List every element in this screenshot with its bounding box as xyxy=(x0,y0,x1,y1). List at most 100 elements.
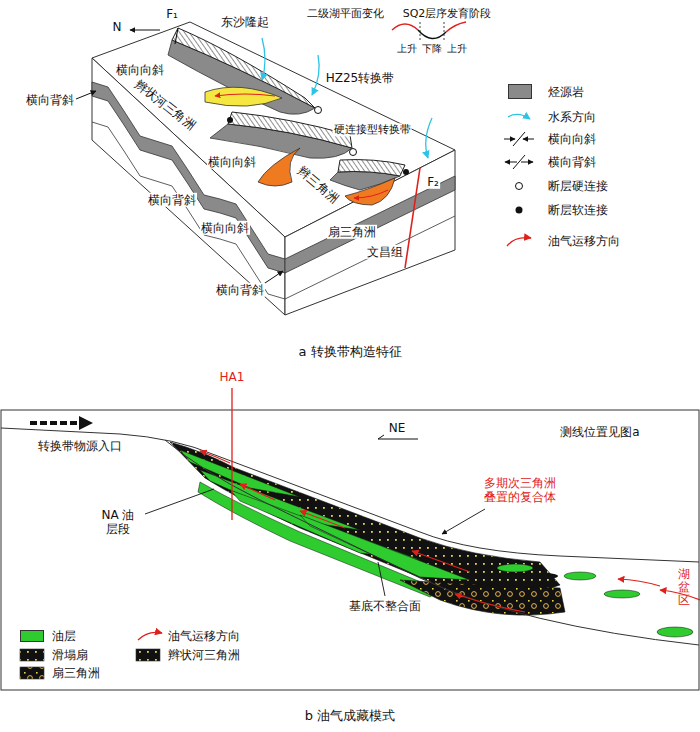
pointer-lines-part xyxy=(262,271,283,285)
migration-arrows xyxy=(200,451,700,612)
curve-title: SQ2层序发育阶段 xyxy=(402,7,493,20)
stage-label: 上升 xyxy=(396,43,418,55)
legend-samples-a-part xyxy=(507,238,531,246)
fault-scarps-part xyxy=(168,40,315,114)
stage-label: 下降 xyxy=(421,43,443,55)
legend-text: 横向背斜 xyxy=(548,155,596,169)
caption: b 油气成藏模式 xyxy=(304,708,396,724)
legend-samples-a-part xyxy=(516,207,523,214)
zone-label: 硬连接型转换带 xyxy=(333,123,412,136)
river-lines-part xyxy=(312,55,319,95)
migration-arrows-part xyxy=(618,579,660,586)
fold-label: 横向向斜 xyxy=(207,155,257,169)
section-pointers xyxy=(30,423,485,596)
connection-points-part xyxy=(403,169,409,175)
direction-label: NE xyxy=(388,421,407,435)
legend-samples-a-part xyxy=(523,139,534,140)
folded-strata-part xyxy=(92,122,285,299)
legend-text: 横向向斜 xyxy=(548,132,596,146)
legend-samples-a-part xyxy=(521,162,533,163)
place-label: 东沙隆起 xyxy=(220,15,270,29)
block-diagram-part xyxy=(285,150,455,315)
section-pointers-part xyxy=(145,489,214,514)
delta-fans-part xyxy=(258,148,300,186)
fault-scarps-part xyxy=(405,168,420,268)
delta-fans xyxy=(205,87,395,205)
fold-label: 横向向斜 xyxy=(200,221,250,235)
block-diagram xyxy=(92,22,455,315)
legend-text: 扇三角洲 xyxy=(52,666,100,680)
migration-arrows-part xyxy=(300,511,345,528)
legend-samples-b-part xyxy=(138,632,162,640)
lake-level-curve-part xyxy=(420,22,421,40)
section-pointers-part xyxy=(442,509,485,534)
north-label: N xyxy=(112,20,123,34)
lake-level-curve-part xyxy=(392,24,418,30)
legend-samples-a-part xyxy=(516,183,523,190)
legend-text: 油气运移方向 xyxy=(548,234,620,248)
section-body-part xyxy=(657,627,693,637)
caption: a 转换带构造特征 xyxy=(297,344,402,360)
section-body-part xyxy=(165,440,699,645)
pointer-lines-part xyxy=(76,91,96,99)
section-body-part xyxy=(170,442,560,598)
fold-label: 横向背斜 xyxy=(215,283,265,297)
folded-strata xyxy=(92,82,455,299)
fold-label: 横向向斜 xyxy=(115,63,165,77)
facies-label: 扇三角洲 xyxy=(327,225,377,239)
lake-level-curve-part xyxy=(446,22,466,32)
migration-arrows-part xyxy=(240,484,275,500)
section-body-part xyxy=(400,580,565,615)
connection-points-part xyxy=(315,107,322,114)
section-body-part xyxy=(198,482,440,597)
migration-arrows-part xyxy=(412,551,470,572)
folded-strata-part xyxy=(285,216,455,299)
formation-label: 文昌组 xyxy=(366,245,404,259)
well-label: HA1 xyxy=(219,370,246,384)
connection-points-part xyxy=(350,149,357,156)
section-frame xyxy=(1,410,699,690)
pointer-lines xyxy=(76,30,283,285)
delta-fans-part xyxy=(205,87,282,106)
section-frame-part xyxy=(1,410,699,690)
section-note: 测线位置见图a xyxy=(559,425,640,439)
fault-scarps-part xyxy=(175,28,178,44)
legend-text: 烃源岩 xyxy=(548,85,584,99)
legend-samples-b-part xyxy=(136,649,160,661)
legend-text: 断层硬连接 xyxy=(548,179,608,193)
fault-scarps xyxy=(168,28,420,268)
delta-fans-part xyxy=(215,94,275,96)
legend-swatch xyxy=(20,630,44,642)
legend-samples-b-part xyxy=(20,649,44,661)
fold-label: 横向背斜 xyxy=(147,193,197,207)
lake-level-curve-part xyxy=(418,30,446,39)
legend-samples-a xyxy=(504,114,534,246)
pointer-lines-part xyxy=(130,30,160,31)
legend-samples-a-part xyxy=(504,139,515,140)
basin-label: 湖盆区 xyxy=(678,568,690,608)
section-pointers-part xyxy=(378,439,418,440)
well-line xyxy=(232,388,233,520)
folded-strata-part xyxy=(92,82,285,273)
section-body xyxy=(1,428,699,645)
delta-fans-part xyxy=(354,190,388,198)
legend-text: 油层 xyxy=(52,629,76,643)
river-lines-part xyxy=(426,118,432,158)
fault-scarps-part xyxy=(172,28,315,108)
section-pointers-part xyxy=(378,562,385,596)
block-diagram-part xyxy=(92,58,285,315)
complex-label: 多期次三角洲 叠置的复合体 xyxy=(480,476,560,505)
fold-label: 横向背斜 xyxy=(25,93,75,107)
section-body-part xyxy=(604,590,640,598)
curve-title: 二级湖平面变化 xyxy=(306,7,385,20)
section-body-part xyxy=(1,428,699,562)
fault-scarps-part xyxy=(338,160,405,176)
legend-text: 断层软连接 xyxy=(548,203,608,217)
river-lines xyxy=(262,38,432,158)
source-label: 转换带物源入口 xyxy=(37,439,123,453)
well-line-part xyxy=(231,388,232,520)
legend-samples-a-part xyxy=(508,114,530,119)
legend-text: 油气运移方向 xyxy=(168,629,240,643)
connection-points-part xyxy=(227,117,233,123)
